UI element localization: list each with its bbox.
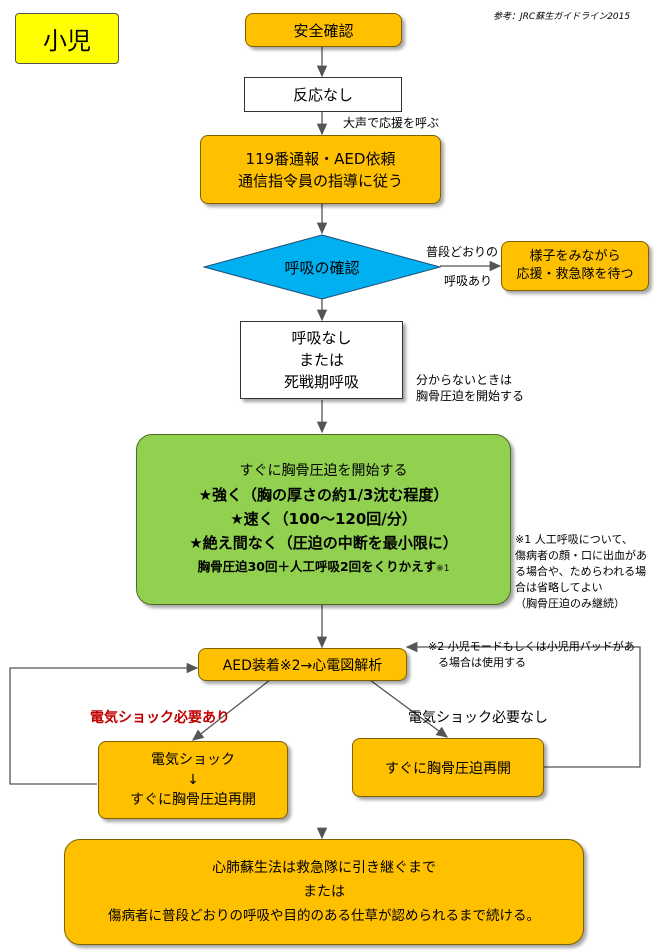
no-response-box: 反応なし bbox=[244, 77, 402, 112]
no-breathing-box: 呼吸なし または 死戦期呼吸 bbox=[240, 321, 403, 399]
final-line3: 傷病者に普段どおりの呼吸や目的のある仕草が認められるまで続ける。 bbox=[108, 908, 540, 924]
final-line2: または bbox=[303, 884, 345, 900]
final-line1: 心肺蘇生法は救急隊に引き継ぐまで bbox=[212, 860, 436, 876]
reference-note: 参考：JRC蘇生ガイドライン2015 bbox=[493, 12, 631, 22]
observe-line2: 応援・救急隊を待つ bbox=[516, 267, 634, 282]
rescue-breath-note: ※1 人工呼吸について、 傷病者の顔・口に出血があ る場合や、ためらわれる場 合… bbox=[515, 532, 647, 612]
child-badge: 小児 bbox=[15, 13, 119, 64]
safety-check-box: 安全確認 bbox=[245, 13, 402, 47]
final-instruction-box: 心肺蘇生法は救急隊に引き継ぐまで または 傷病者に普段どおりの呼吸や目的のある仕… bbox=[64, 839, 584, 945]
shock-line2: すぐに胸骨圧迫再開 bbox=[130, 792, 256, 808]
no-response-label: 反応なし bbox=[292, 86, 353, 104]
observe-box: 様子をみながら 応援・救急隊を待つ bbox=[501, 241, 649, 291]
observe-line1: 様子をみながら bbox=[529, 249, 621, 264]
cpr-cycle-text: 胸骨圧迫30回＋人工呼吸2回をくりかえす bbox=[197, 558, 437, 574]
shock-line1: 電気ショック bbox=[151, 752, 235, 768]
resume-cpr-box: すぐに胸骨圧迫再開 bbox=[352, 738, 544, 797]
note1-line4: 合は省略してよい bbox=[515, 581, 603, 594]
cpr-cycle: 胸骨圧迫30回＋人工呼吸2回をくりかえす※1 bbox=[198, 555, 450, 581]
note1-line1: ※1 人工呼吸について、 bbox=[515, 533, 633, 546]
aed-label: AED装着※2→心電図解析 bbox=[222, 657, 383, 674]
normal-breathing-label-1: 普段どおりの bbox=[426, 245, 499, 259]
no-breathing-line3: 死戦期呼吸 bbox=[283, 373, 359, 391]
call-119-box: 119番通報・AED依頼 通信指令員の指導に従う bbox=[200, 135, 441, 204]
call-for-help-note: 大声で応援を呼ぶ bbox=[343, 116, 440, 130]
shock-not-needed-label: 電気ショック必要なし bbox=[408, 710, 548, 726]
breathing-check-diamond bbox=[203, 234, 441, 300]
no-breathing-line2: または bbox=[298, 351, 344, 369]
cpr-start: すぐに胸骨圧迫を開始する bbox=[239, 462, 408, 479]
note1-line3: る場合や、ためらわれる場 bbox=[515, 565, 647, 578]
unsure-note: 分からないときは 胸骨圧迫を開始する bbox=[416, 372, 524, 404]
shock-arrow: ↓ bbox=[187, 772, 199, 788]
note1-line2: 傷病者の顔・口に出血があ bbox=[515, 549, 647, 562]
unsure-note-line2: 胸骨圧迫を開始する bbox=[416, 389, 525, 403]
cpr-continuous: ★絶え間なく（圧迫の中断を最小限に） bbox=[189, 533, 458, 552]
cpr-fast: ★速く（100～120回/分） bbox=[230, 509, 417, 528]
safety-check-label: 安全確認 bbox=[293, 21, 354, 40]
shock-needed-label: 電気ショック必要あり bbox=[90, 710, 230, 726]
note1-line5: （胸骨圧迫のみ継続） bbox=[515, 597, 625, 610]
badge-text: 小児 bbox=[43, 27, 91, 55]
note2-line2: る場合は使用する bbox=[438, 656, 526, 669]
unsure-note-line1: 分からないときは bbox=[416, 373, 513, 387]
no-breathing-line1: 呼吸なし bbox=[291, 329, 352, 347]
cpr-cycle-note: ※1 bbox=[436, 563, 450, 574]
breathing-check-text: 呼吸の確認 bbox=[284, 258, 360, 277]
cpr-box: すぐに胸骨圧迫を開始する ★強く（胸の厚さの約1/3沈む程度） ★速く（100～… bbox=[136, 434, 511, 605]
normal-breathing-label-2: 呼吸あり bbox=[444, 274, 493, 288]
cpr-hard: ★強く（胸の厚さの約1/3沈む程度） bbox=[198, 485, 449, 504]
pediatric-pad-note: ※2 小児モードもしくは小児用パッドがあ る場合は使用する bbox=[428, 639, 635, 671]
shock-box: 電気ショック ↓ すぐに胸骨圧迫再開 bbox=[98, 741, 288, 819]
resume-cpr-label: すぐに胸骨圧迫再開 bbox=[385, 760, 511, 777]
call-119-line1: 119番通報・AED依頼 bbox=[245, 149, 396, 168]
call-119-line2: 通信指令員の指導に従う bbox=[237, 171, 403, 190]
aed-box: AED装着※2→心電図解析 bbox=[198, 648, 407, 681]
breathing-check-label: 呼吸の確認 bbox=[203, 234, 441, 300]
note2-line1: ※2 小児モードもしくは小児用パッドがあ bbox=[428, 640, 635, 653]
